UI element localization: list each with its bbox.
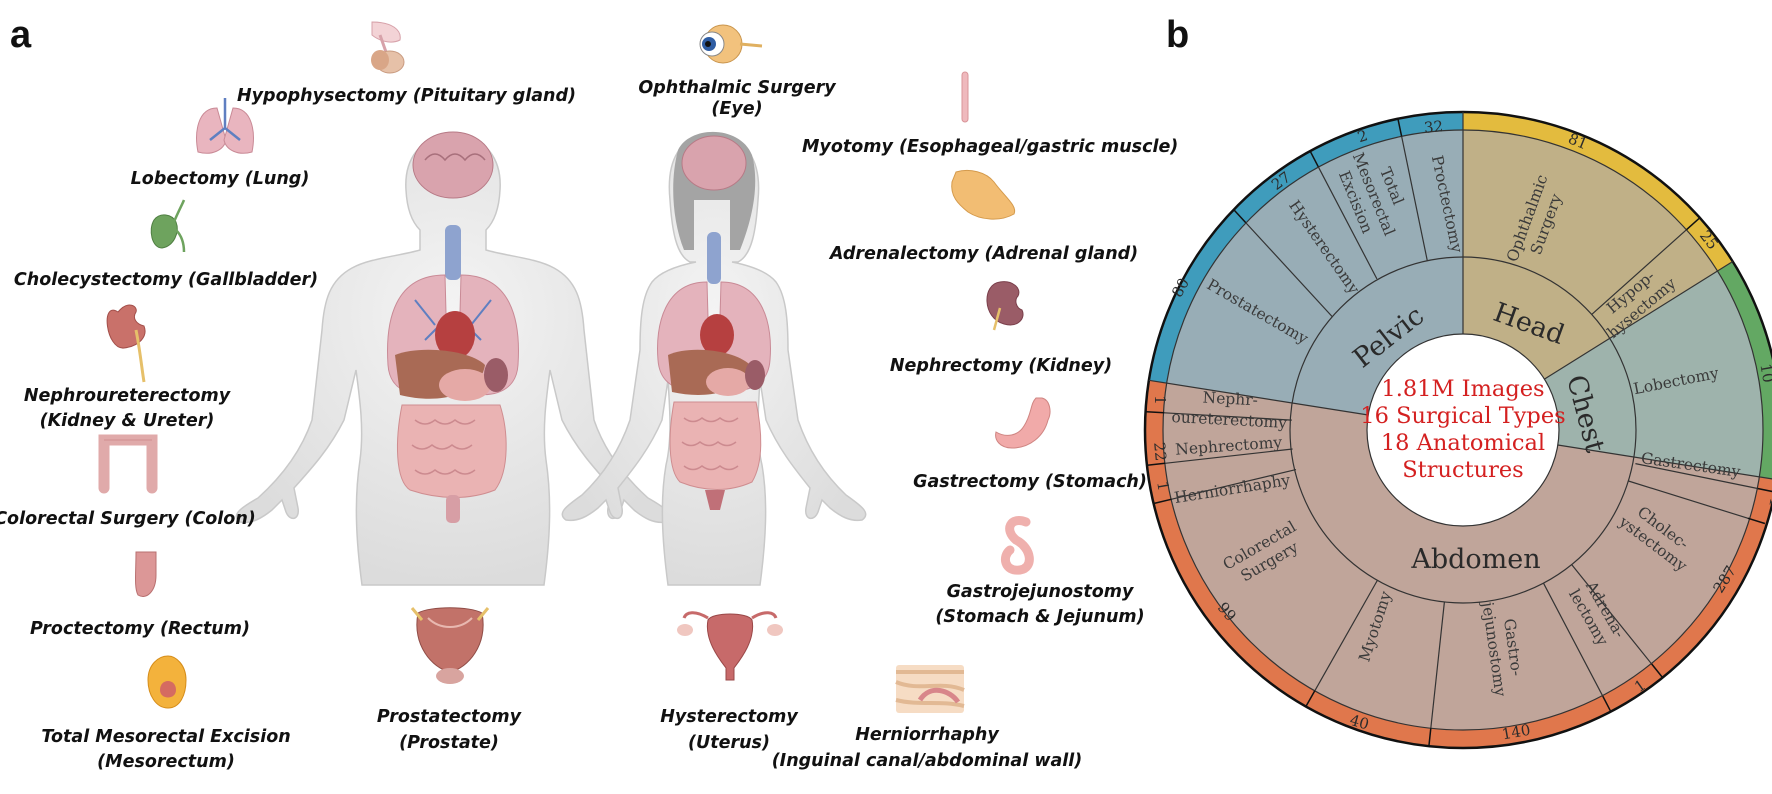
eye-icon (699, 24, 763, 64)
label-lobectomy: Lobectomy (Lung) (131, 169, 310, 189)
mesorectum-icon (147, 655, 187, 709)
chest-ring (1717, 261, 1772, 479)
label-ophthalmic-line1: Ophthalmic Surgery (638, 78, 837, 98)
inguinal-canal-icon (895, 665, 965, 713)
head-ring (1463, 111, 1733, 271)
abdomen-sector (1162, 383, 1760, 731)
label-prostatectomy-line2: (Prostate) (399, 733, 499, 753)
label-herniorrhaphy-line2: (Inguinal canal/abdominal wall) (772, 751, 1083, 771)
head-sector (1463, 130, 1718, 430)
panel-a-letter: a (10, 14, 32, 56)
pituitary-gland-icon (371, 21, 405, 74)
label-gastrojejunostomy-line1: Gastrojejunostomy (947, 582, 1135, 602)
label-hysterectomy-line2: (Uterus) (688, 733, 770, 753)
label-ophthalmic-line2: (Eye) (711, 99, 762, 119)
label-nephroureterectomy-line1: Nephroureterectomy (24, 386, 232, 406)
ring-number-herniorrhaphy: 1 (1153, 480, 1172, 493)
ring-number-nephrectomy: 22 (1150, 441, 1170, 462)
ring-number-lobectomy: 10 (1756, 362, 1772, 384)
label-gastrojejunostomy-line2: (Stomach & Jejunum) (935, 607, 1144, 627)
label-adrenalectomy: Adrenalectomy (Adrenal gland) (828, 244, 1138, 264)
svg-text:Nephr-: Nephr- (1202, 389, 1258, 410)
gallbladder-icon (150, 199, 186, 253)
label-gastrectomy: Gastrectomy (Stomach) (913, 472, 1147, 492)
ring-number-gastrojejunostomy: 140 (1500, 721, 1531, 744)
rectum-icon (135, 551, 157, 597)
label-hysterectomy-line1: Hysterectomy (660, 707, 799, 727)
uterus-icon (677, 611, 783, 681)
label-prostatectomy-line1: Prostatectomy (377, 707, 523, 727)
kidney-icon (986, 281, 1024, 331)
label-herniorrhaphy-line1: Herniorrhaphy (855, 725, 1000, 745)
label-myotomy: Myotomy (Esophageal/gastric muscle) (802, 137, 1178, 157)
pelvic-sector (1166, 129, 1463, 430)
prostate-bladder-icon (410, 607, 490, 684)
ring-number-gastrectomy: 1 (1765, 497, 1772, 510)
ring-number-myotomy: 40 (1348, 711, 1371, 734)
panel-b-letter: b (1166, 14, 1189, 56)
panel-a: a (0, 14, 1178, 772)
esophagus-muscle-icon (961, 71, 969, 123)
center-line-structures-1: 18 Anatomical (1381, 430, 1545, 456)
adrenal-gland-icon (951, 169, 1016, 220)
center-line-images: 1.81M Images (1381, 376, 1544, 402)
group-label-abdomen: Abdomen (1410, 544, 1540, 575)
label-cholecystectomy: Cholecystectomy (Gallbladder) (14, 270, 318, 290)
ring-number-ophthalmic: 81 (1566, 129, 1590, 153)
female-body-illustration (561, 131, 867, 586)
stomach-jejunum-icon (1000, 516, 1034, 575)
label-colorectal: Colorectal Surgery (Colon) (0, 509, 256, 529)
label-hypophysectomy: Hypophysectomy (Pituitary gland) (237, 86, 576, 106)
colon-icon (98, 434, 158, 494)
pelvic-ring (1148, 112, 1463, 384)
label-proctectomy: Proctectomy (Rectum) (30, 619, 250, 639)
lung-icon (196, 98, 254, 154)
male-body-illustration (235, 131, 671, 586)
center-line-structures-2: Structures (1402, 457, 1523, 483)
sunburst-chart: Pelvic Head Chest Abdomen 1.81M Images 1… (1143, 110, 1772, 750)
kidney-ureter-icon (106, 304, 146, 383)
ring-number-proctectomy: 32 (1423, 117, 1444, 137)
ring-number-nephroureterectomy: 1 (1151, 395, 1169, 405)
label-nephroureterectomy-line2: (Kidney & Ureter) (40, 411, 215, 431)
panel-b: b (1143, 14, 1772, 750)
center-line-types: 16 Surgical Types (1360, 403, 1565, 429)
stomach-icon (995, 397, 1051, 449)
label-tme-line1: Total Mesorectal Excision (41, 727, 290, 747)
label-tme-line2: (Mesorectum) (97, 752, 235, 772)
label-nephrectomy: Nephrectomy (Kidney) (890, 356, 1112, 376)
